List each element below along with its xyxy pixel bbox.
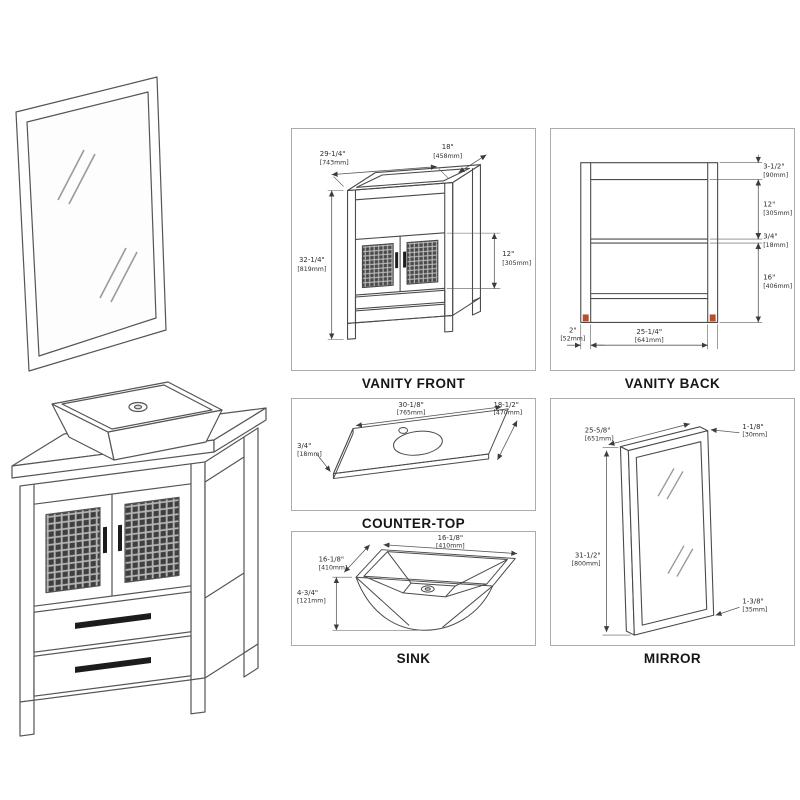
mirror-dimension-lines <box>602 422 740 636</box>
illustration-cabinet-side <box>204 427 259 679</box>
panel-mirror: 25-5/8" [651mm] 1-1/8" [30mm] 31-1/2" [8… <box>550 398 795 666</box>
vanity-back-title: VANITY BACK <box>624 376 721 391</box>
dim-front-door-mm: [305mm] <box>502 260 531 267</box>
leveler-foot-right <box>709 314 716 322</box>
mirror-title: MIRROR <box>643 651 702 666</box>
dim-counter-depth-mm: [470mm] <box>494 410 523 417</box>
dim-back-lowergap-in: 16" <box>763 274 775 282</box>
sink-box: 16-1/8" [410mm] 16-1/8" [410mm] 4-3/4" [… <box>291 531 536 646</box>
sink-structure <box>355 549 516 631</box>
panel-sink: 16-1/8" [410mm] 16-1/8" [410mm] 4-3/4" [… <box>291 531 536 666</box>
dim-counter-depth-in: 18-1/2" <box>494 401 519 409</box>
vanity-front-drawing: 29-1/4" [743mm] 18" [458mm] 32-1/4" [819… <box>297 143 531 340</box>
sink-title: SINK <box>396 651 431 666</box>
dim-back-uppergap-mm: [305mm] <box>763 210 792 217</box>
vanity-back-dimension-lines <box>566 154 763 350</box>
illustration-cabinet-front <box>19 461 206 737</box>
drain-hole <box>420 585 435 593</box>
panel-vanity-back: 3-1/2" [90mm] 12" [305mm] 3/4" [18mm] 16… <box>550 128 795 391</box>
dim-mirror-height-in: 31-1/2" <box>575 552 601 560</box>
dim-back-innerspan-mm: [641mm] <box>635 337 664 344</box>
drain-hole-center <box>424 587 431 591</box>
dim-sink-width-in: 16-1/8" <box>438 534 463 542</box>
dim-mirror-height-mm: [800mm] <box>572 561 601 568</box>
product-isometric-illustration <box>11 76 267 737</box>
dim-mirror-topthickness-in: 1-1/8" <box>742 423 763 431</box>
illustration-vessel-sink <box>51 381 223 461</box>
counter-top-dimension-lines <box>316 404 518 472</box>
dim-counter-width-in: 30-1/8" <box>398 401 423 409</box>
dim-back-lowergap-mm: [406mm] <box>763 283 792 290</box>
vanity-front-title: VANITY FRONT <box>361 376 466 391</box>
sink-dimension-lines <box>332 542 518 631</box>
faucet-hole <box>398 426 409 434</box>
dim-front-width-in: 29-1/4" <box>320 150 346 158</box>
dim-front-door-in: 12" <box>502 250 514 258</box>
dim-back-uppergap-in: 12" <box>763 200 775 208</box>
dim-back-midrail-in: 3/4" <box>763 233 777 241</box>
dim-sink-width-mm: [410mm] <box>436 543 465 550</box>
dim-counter-width-mm: [765mm] <box>397 410 426 417</box>
dim-mirror-width-in: 25-5/8" <box>585 427 611 435</box>
panel-vanity-front: 29-1/4" [743mm] 18" [458mm] 32-1/4" [819… <box>291 128 536 391</box>
dim-mirror-framethickness-mm: [35mm] <box>742 606 767 613</box>
vanity-back-drawing: 3-1/2" [90mm] 12" [305mm] 3/4" [18mm] 16… <box>560 154 792 350</box>
dim-back-legwidth-mm: [52mm] <box>560 336 585 343</box>
dim-mirror-framethickness-in: 1-3/8" <box>742 597 763 605</box>
dim-front-height-mm: [819mm] <box>297 266 326 273</box>
dim-sink-height-mm: [121mm] <box>297 598 326 605</box>
sink-drawing: 16-1/8" [410mm] 16-1/8" [410mm] 4-3/4" [… <box>297 534 518 631</box>
vanity-front-box: 29-1/4" [743mm] 18" [458mm] 32-1/4" [819… <box>291 128 536 371</box>
vanity-front-dimension-lines <box>327 154 501 340</box>
dim-front-height-in: 32-1/4" <box>299 256 325 264</box>
dim-mirror-width-mm: [651mm] <box>585 436 614 443</box>
illustration-mirror <box>15 76 167 372</box>
mirror-reflection-marks <box>657 468 694 577</box>
dim-mirror-topthickness-mm: [30mm] <box>742 432 767 439</box>
counter-top-structure <box>332 408 509 480</box>
counter-top-title: COUNTER-TOP <box>361 516 466 531</box>
leveler-foot-left <box>582 314 589 322</box>
panel-counter-top: 30-1/8" [765mm] 18-1/2" [470mm] 3/4" [18… <box>291 398 536 531</box>
dim-counter-thickness-mm: [18mm] <box>297 451 322 458</box>
counter-top-box: 30-1/8" [765mm] 18-1/2" [470mm] 3/4" [18… <box>291 398 536 511</box>
mirror-box: 25-5/8" [651mm] 1-1/8" [30mm] 31-1/2" [8… <box>550 398 795 646</box>
vanity-back-structure <box>580 162 719 323</box>
vanity-back-box: 3-1/2" [90mm] 12" [305mm] 3/4" [18mm] 16… <box>550 128 795 371</box>
dim-front-depth-mm: [458mm] <box>433 153 462 160</box>
dim-back-legwidth-in: 2" <box>569 326 577 334</box>
mirror-reflection-marks <box>57 149 138 303</box>
counter-top-drawing: 30-1/8" [765mm] 18-1/2" [470mm] 3/4" [18… <box>297 401 523 480</box>
dim-sink-depth-in: 16-1/8" <box>319 555 344 563</box>
sink-cutout <box>393 430 443 456</box>
dim-back-midrail-mm: [18mm] <box>763 242 788 249</box>
dim-sink-height-in: 4-3/4" <box>297 589 318 597</box>
dim-counter-thickness-in: 3/4" <box>297 442 311 450</box>
dim-sink-depth-mm: [410mm] <box>319 564 348 571</box>
dim-back-toprail-in: 3-1/2" <box>763 163 784 171</box>
dim-back-innerspan-in: 25-1/4" <box>636 328 662 336</box>
dim-front-depth-in: 18" <box>442 143 454 151</box>
dim-front-width-mm: [743mm] <box>320 160 349 167</box>
mirror-drawing: 25-5/8" [651mm] 1-1/8" [30mm] 31-1/2" [8… <box>572 422 767 636</box>
dim-back-toprail-mm: [90mm] <box>763 172 788 179</box>
vanity-front-structure <box>347 164 481 340</box>
mirror-structure <box>619 426 715 636</box>
